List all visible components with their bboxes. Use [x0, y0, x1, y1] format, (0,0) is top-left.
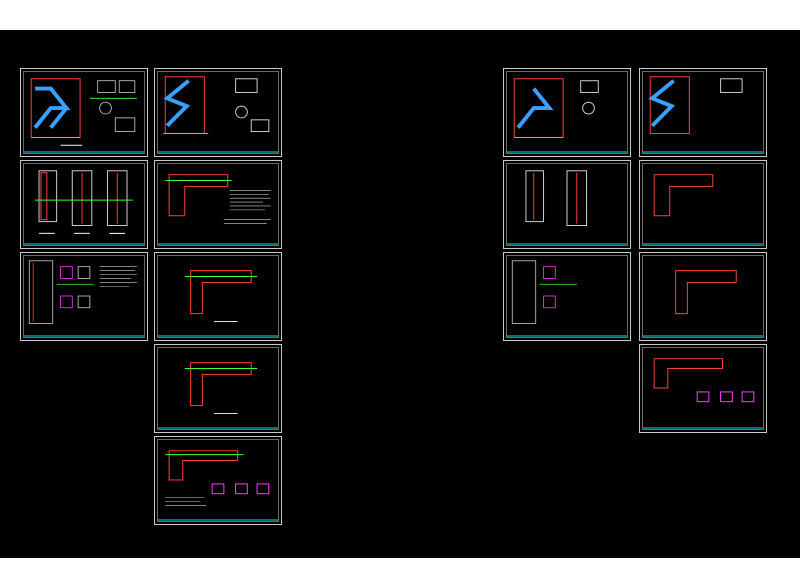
drawing-sheet[interactable]: [20, 252, 148, 341]
title-block: [506, 243, 628, 246]
foundation-detail-drawing: [653, 358, 755, 403]
stair-elevation-drawing: [513, 78, 599, 138]
cad-model-space[interactable]: [0, 30, 800, 558]
stair-plan-drawing: [35, 170, 133, 234]
drawing-sheet[interactable]: [20, 160, 148, 249]
drawing-sheet[interactable]: [154, 436, 282, 525]
drawing-sheet[interactable]: [154, 68, 282, 157]
drawing-sheet[interactable]: [503, 252, 631, 341]
title-block: [157, 427, 279, 430]
detail-drawing: [511, 260, 577, 324]
title-block: [506, 335, 628, 338]
title-block: [157, 519, 279, 522]
floor-plan-drawing: [184, 270, 258, 322]
floor-plan-drawing: [165, 174, 271, 224]
stair-elevation-drawing: [163, 76, 270, 135]
floor-plan-drawing: [675, 270, 737, 315]
title-block: [642, 427, 764, 430]
title-block: [157, 335, 279, 338]
title-block: [157, 243, 279, 246]
title-block: [642, 335, 764, 338]
drawing-sheet[interactable]: [20, 68, 148, 157]
stair-elevation-drawing: [30, 78, 137, 146]
title-block: [642, 243, 764, 246]
floor-plan-drawing: [184, 362, 258, 414]
drawing-sheet[interactable]: [639, 160, 767, 249]
title-block: [506, 151, 628, 154]
drawing-sheet[interactable]: [639, 68, 767, 157]
stair-plan-drawing: [525, 170, 588, 227]
drawing-sheet[interactable]: [639, 252, 767, 341]
title-block: [642, 151, 764, 154]
drawing-sheet[interactable]: [154, 252, 282, 341]
drawing-sheet[interactable]: [503, 68, 631, 157]
title-block: [23, 243, 145, 246]
stair-elevation-drawing: [648, 76, 743, 135]
foundation-detail-drawing: [165, 450, 270, 506]
drawing-sheet[interactable]: [154, 160, 282, 249]
drawing-sheet[interactable]: [154, 344, 282, 433]
title-block: [157, 151, 279, 154]
floor-plan-drawing: [653, 174, 714, 217]
drawing-sheet[interactable]: [639, 344, 767, 433]
drawing-sheet[interactable]: [503, 160, 631, 249]
title-block: [23, 335, 145, 338]
title-block: [23, 151, 145, 154]
detail-drawing: [28, 260, 137, 324]
